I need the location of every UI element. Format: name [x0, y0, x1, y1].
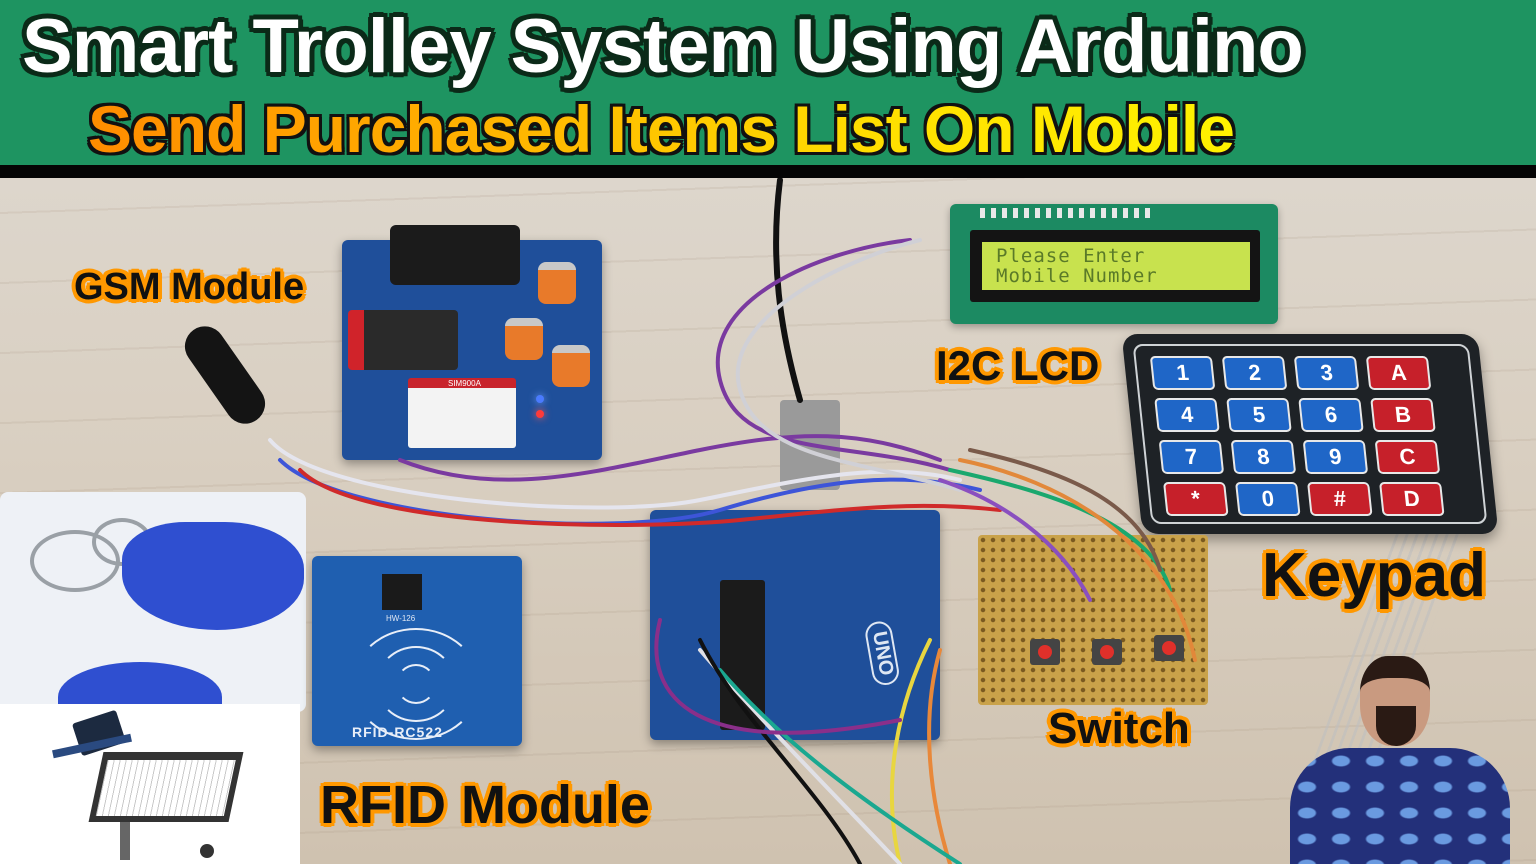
key-5[interactable]: 5	[1226, 398, 1292, 432]
thumbnail-title: Smart Trolley System Using Arduino	[22, 4, 1304, 89]
key-4[interactable]: 4	[1154, 398, 1220, 432]
label-switch: Switch	[1048, 704, 1190, 753]
key-star[interactable]: *	[1163, 482, 1229, 516]
sim-module-label: SIM900A	[448, 379, 481, 388]
lcd-line-2: Mobile Number	[996, 265, 1158, 287]
sim-card-slot	[348, 310, 458, 370]
keypad-grid: 1 2 3 A 4 5 6 B 7 8 9 C * 0 # D	[1149, 356, 1445, 516]
capacitor	[538, 262, 576, 304]
atmega-microcontroller	[720, 580, 765, 730]
serial-port-connector	[390, 225, 520, 285]
rfid-rc522-board: HW-126 RFID-RC522	[312, 556, 522, 746]
key-7[interactable]: 7	[1158, 440, 1225, 474]
push-button-1[interactable]	[1030, 639, 1060, 665]
rfid-chip	[382, 574, 422, 610]
key-d[interactable]: D	[1379, 482, 1445, 516]
capacitor	[552, 345, 590, 387]
arduino-uno-board: UNO	[650, 510, 940, 740]
label-gsm-module: GSM Module	[74, 266, 305, 308]
title-banner: Smart Trolley System Using Arduino Send …	[0, 0, 1536, 166]
key-1[interactable]: 1	[1149, 356, 1216, 390]
rfid-chip-label: HW-126	[386, 614, 416, 623]
lcd-header-pins	[980, 208, 1150, 218]
presenter-beard	[1376, 706, 1416, 746]
usb-cable-connector	[780, 400, 840, 490]
smart-cart-illustration	[0, 704, 300, 864]
key-2[interactable]: 2	[1221, 356, 1288, 390]
status-led-red	[536, 410, 544, 418]
key-6[interactable]: 6	[1298, 398, 1364, 432]
label-keypad: Keypad	[1262, 541, 1486, 610]
presenter-shirt	[1290, 748, 1510, 864]
key-hash[interactable]: #	[1307, 482, 1373, 516]
cart-basket	[88, 752, 244, 822]
label-i2c-lcd: I2C LCD	[936, 342, 1100, 389]
cart-wheel	[200, 844, 214, 858]
label-rfid-module: RFID Module	[320, 775, 650, 835]
banner-divider	[0, 165, 1536, 178]
rfid-keyfob-tag	[122, 522, 304, 630]
uno-logo: UNO	[863, 619, 902, 688]
rfid-tags-card	[0, 492, 306, 732]
key-3[interactable]: 3	[1293, 356, 1360, 390]
key-0[interactable]: 0	[1235, 482, 1301, 516]
key-a[interactable]: A	[1365, 356, 1432, 390]
matrix-keypad-4x4: 1 2 3 A 4 5 6 B 7 8 9 C * 0 # D	[1121, 334, 1499, 534]
key-8[interactable]: 8	[1230, 440, 1297, 474]
key-9[interactable]: 9	[1302, 440, 1369, 474]
sim900a-chip: SIM900A	[408, 378, 516, 448]
presenter-photo	[1280, 648, 1536, 864]
capacitor	[505, 318, 543, 360]
thumbnail-subtitle: Send Purchased Items List On Mobile	[88, 92, 1235, 166]
lcd-line-1: Please Enter	[996, 245, 1146, 267]
key-c[interactable]: C	[1374, 440, 1441, 474]
status-led-blue	[536, 395, 544, 403]
cart-frame	[120, 822, 130, 860]
switch-perfboard	[978, 535, 1208, 705]
push-button-3[interactable]	[1154, 635, 1184, 661]
key-b[interactable]: B	[1370, 398, 1436, 432]
push-button-2[interactable]	[1092, 639, 1122, 665]
rfid-silkscreen: RFID-RC522	[352, 724, 443, 740]
rfid-wave-icon	[352, 628, 480, 740]
